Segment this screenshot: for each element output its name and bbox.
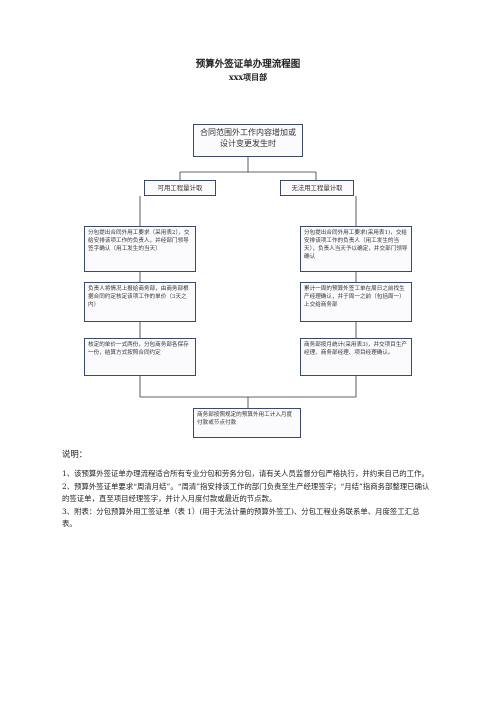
note-item-1: 1、该预算外签证单办理流程适合所有专业分包和劳务分包，请有关人员监督分包严格执行… [62,469,429,478]
flow-start-box: 合同范围外工作内容增加或设计变更发生时 [193,124,303,157]
right-step-3: 商务部按月统计(采用表3)，并交项目生产经理、商务部经理、项目经理确认。 [300,338,412,376]
left-step-2: 负责人将情况上报给商务部，由商务部根据合同约定核定该项工作的单价（3天之内） [84,282,196,322]
right-step-1: 分包提出合同外用工要求(采用表1)，交给安排该项工作的负责人（用工发生的当天），… [300,226,412,272]
page-subtitle: xxx项目部 [228,72,268,82]
page-title: 预算外签证单办理流程图 [195,59,301,70]
note-item-2: 2、预算外签证单要求“周清月结”。“周清”指安排该工作的部门负责至生产经理签字；… [62,481,430,504]
branch-label-right: 无法用工程量计取 [280,180,354,196]
flow-end-box: 商务部按照规定的预算外用工计入月度付款或节点付款 [193,408,301,438]
notes-heading: 说明： [62,449,88,459]
left-step-3: 核定的单价一式两份，分包商务部各保存一份，结算方式按照合同约定 [84,338,196,376]
left-step-1: 分包提出合同外用工要求（采用表2），交给安排该项工作的负责人，并经部门领导签字确… [84,226,196,272]
notes-list: 1、该预算外签证单办理流程适合所有专业分包和劳务分包，请有关人员监督分包严格执行… [62,468,434,531]
right-step-2: 累计一周的预算外签工单在周日之前找生产经理确认，并于周一之前（包括周一）上交给商… [300,282,412,322]
branch-label-left: 可用工程量计取 [144,180,216,196]
note-item-3: 3、附表：分包预算外用工签证单（表 1）(用于无法计量的预算外签工)、分包工程业… [62,506,420,529]
